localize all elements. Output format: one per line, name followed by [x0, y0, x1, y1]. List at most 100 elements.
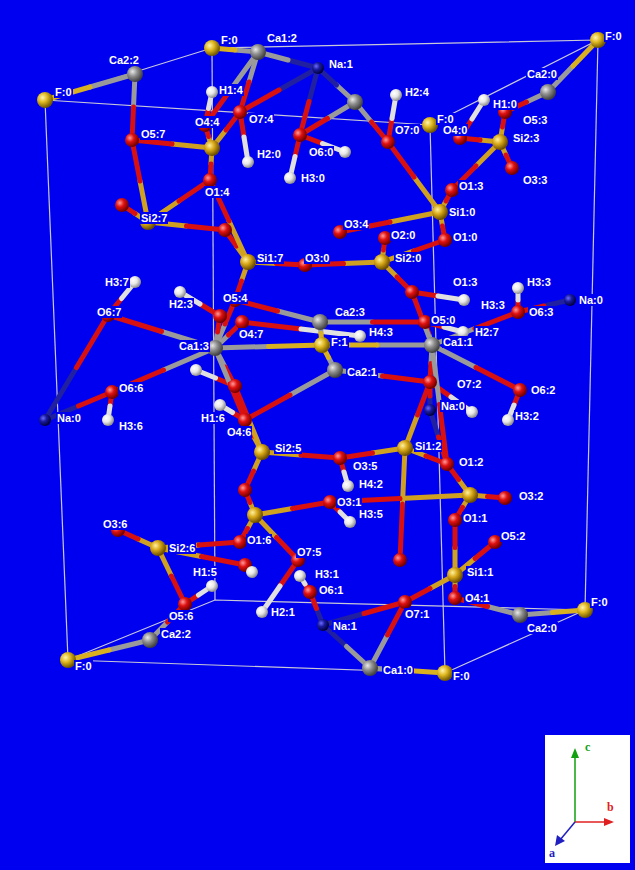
bond: [215, 347, 269, 349]
atom: [347, 94, 363, 110]
atom-label: O4:4: [194, 116, 220, 128]
atom-label: O3:3: [522, 174, 548, 186]
atom-label: Si2:7: [140, 212, 168, 224]
atom: [39, 414, 51, 426]
atom-label: O1:3: [452, 276, 478, 288]
atom: [448, 513, 462, 527]
atom-label: Na:0: [56, 412, 82, 424]
atom-label: O6:0: [308, 146, 334, 158]
atom-label: F:0: [54, 86, 73, 98]
atom: [204, 140, 220, 156]
atom: [512, 282, 524, 294]
atom-label: O3:4: [343, 218, 369, 230]
atom-label: F:1: [330, 336, 349, 348]
atom-label: H3:6: [118, 420, 144, 432]
atom: [214, 399, 226, 411]
atom: [233, 535, 247, 549]
atom-label: H3:7: [104, 276, 130, 288]
atom-label: F:0: [604, 30, 623, 42]
atom: [294, 570, 306, 582]
atom-label: H3:0: [300, 172, 326, 184]
atom-label: Na:1: [332, 620, 358, 632]
bond: [377, 343, 432, 348]
atom-label: Ca2:2: [160, 628, 192, 640]
atom: [314, 337, 330, 353]
atom: [317, 619, 329, 631]
atom-label: H1:5: [192, 566, 218, 578]
atom: [37, 92, 53, 108]
bond: [383, 376, 431, 382]
atom: [344, 516, 356, 528]
atom-label: H2:3: [168, 298, 194, 310]
atom: [233, 105, 247, 119]
atom: [238, 483, 252, 497]
atom: [327, 362, 343, 378]
atom-label: F:0: [74, 660, 93, 672]
atom: [240, 254, 256, 270]
atom: [354, 330, 366, 342]
atom: [393, 553, 407, 567]
atom: [218, 223, 232, 237]
atom: [303, 585, 317, 599]
bond: [476, 368, 520, 391]
atom: [102, 414, 114, 426]
atom-label: O6:7: [96, 306, 122, 318]
atom: [397, 440, 413, 456]
atom: [505, 161, 519, 175]
atom: [242, 156, 254, 168]
atom: [447, 567, 463, 583]
atom: [498, 491, 512, 505]
atom-label: O1:6: [246, 534, 272, 546]
bond: [373, 320, 426, 325]
atom: [564, 294, 576, 306]
atom: [178, 597, 192, 611]
atom-label: H2:0: [256, 148, 282, 160]
atom-label: O7:5: [296, 546, 322, 558]
atom-label: H3:5: [358, 508, 384, 520]
atom: [190, 364, 202, 376]
atom: [105, 385, 119, 399]
atom-label: H3:1: [314, 568, 340, 580]
atom: [150, 540, 166, 556]
atom-label: O5:3: [522, 114, 548, 126]
atom-label: H2:4: [404, 86, 430, 98]
atom: [512, 607, 528, 623]
bonds: [45, 40, 598, 673]
atom-label: H2:7: [474, 326, 500, 338]
atom: [424, 404, 436, 416]
bond: [245, 395, 290, 420]
atom-label: O5:0: [430, 314, 456, 326]
atom-label: O7:4: [248, 113, 274, 125]
atom-label: O4:6: [226, 426, 252, 438]
atom: [125, 133, 139, 147]
unit-cell: [45, 40, 598, 673]
atom: [333, 451, 347, 465]
atom: [174, 286, 186, 298]
atom-label: Ca2:2: [108, 54, 140, 66]
atom-label: Si2:5: [274, 442, 302, 454]
atom: [440, 457, 454, 471]
atom-label: O6:6: [118, 382, 144, 394]
atom-label: Si1:7: [256, 252, 284, 264]
atom-label: Ca1:1: [442, 336, 474, 348]
atom: [362, 660, 378, 676]
atom: [423, 375, 437, 389]
atom-label: H4:3: [368, 326, 394, 338]
bond: [432, 345, 440, 405]
atom: [342, 480, 354, 492]
atom-label: Ca1:3: [178, 340, 210, 352]
atom-label: O1:3: [458, 180, 484, 192]
atom-label: Ca1:0: [382, 664, 414, 676]
atom-label: Ca2:1: [346, 366, 378, 378]
axis-label: c: [584, 740, 591, 755]
atom: [323, 495, 337, 509]
atom-label: O3:1: [336, 496, 362, 508]
atom-label: Si1:0: [448, 206, 476, 218]
atom: [293, 128, 307, 142]
atom-label: H3:3: [480, 299, 506, 311]
bond: [403, 448, 406, 504]
atom: [339, 146, 351, 158]
atom-label: O1:2: [458, 456, 484, 468]
axis-label: a: [548, 846, 556, 861]
axis-inset: [545, 735, 630, 863]
